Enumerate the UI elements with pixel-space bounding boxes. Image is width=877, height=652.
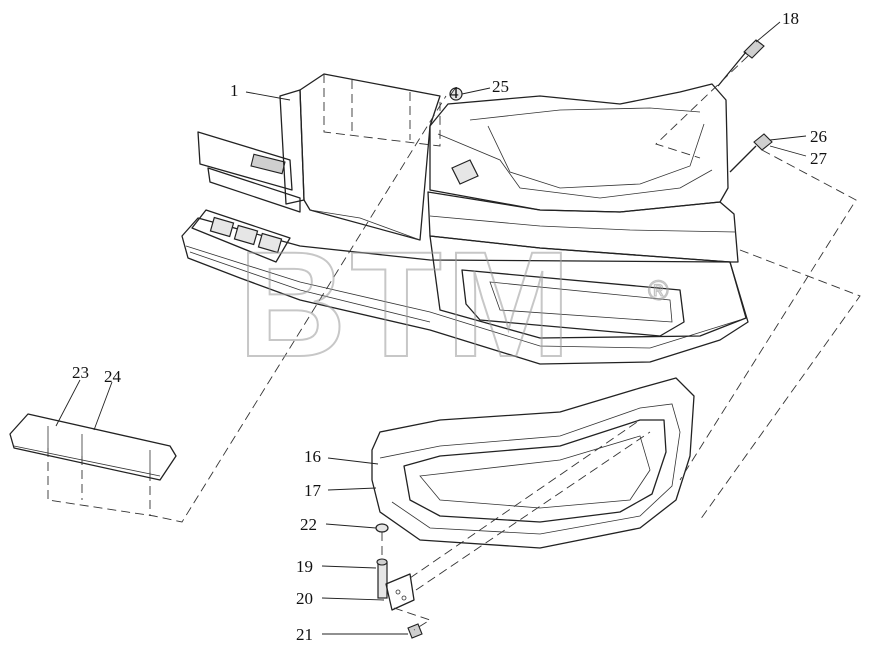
- assembly-lines: [47, 55, 861, 631]
- callout-24: 24: [104, 367, 122, 386]
- corner-trim: [371, 377, 695, 549]
- callout-20: 20: [296, 589, 313, 608]
- callout-4: 4: [450, 83, 459, 102]
- callouts: 1 4 25 18 26 27 23 24 16 17 22 19 20 21: [72, 9, 828, 644]
- watermark-registered-mark: ®: [648, 275, 669, 306]
- bumper-assembly: [181, 73, 749, 365]
- callout-22: 22: [300, 515, 317, 534]
- callout-26: 26: [810, 127, 827, 146]
- watermark: BTM ®: [237, 219, 670, 389]
- callout-23: 23: [72, 363, 89, 382]
- callout-16: 16: [304, 447, 321, 466]
- leader-lines: [55, 21, 807, 635]
- callout-1: 1: [230, 81, 239, 100]
- callout-19: 19: [296, 557, 313, 576]
- callout-18: 18: [782, 9, 799, 28]
- callout-17: 17: [304, 481, 322, 500]
- callout-21: 21: [296, 625, 313, 644]
- watermark-text: BTM: [238, 220, 575, 388]
- callout-25: 25: [492, 77, 509, 96]
- callout-27: 27: [810, 149, 828, 168]
- cover-plate: [9, 413, 177, 481]
